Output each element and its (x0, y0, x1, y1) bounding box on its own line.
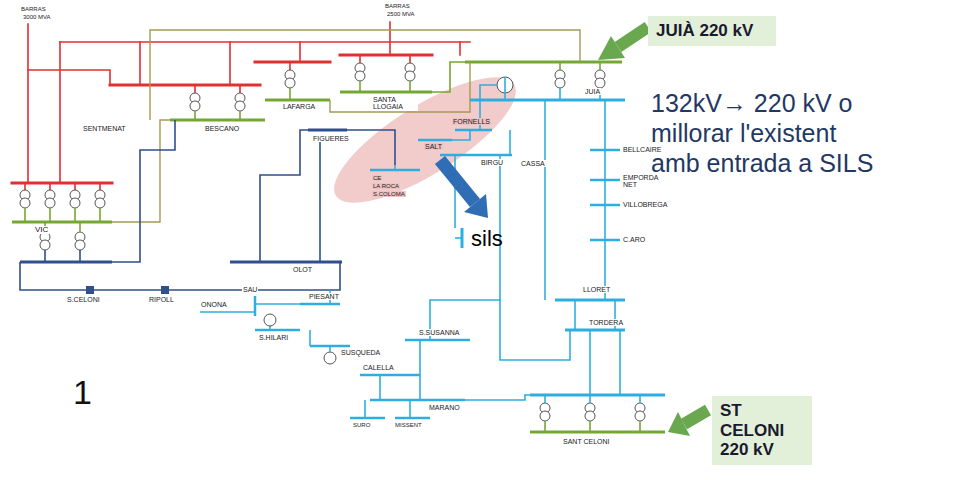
darkblue-network (20, 120, 395, 290)
station-label: LLORET (582, 286, 611, 293)
station-label: SENTMENAT (82, 125, 127, 132)
station-label: S.COLOMA (372, 191, 406, 197)
station-label: LA ROCA (372, 183, 400, 189)
station-label: CASSA (520, 160, 546, 167)
station-label: MARANO (428, 404, 461, 411)
station-label: C.ARO (622, 236, 646, 243)
breaker-symbols (86, 286, 169, 294)
plant-name: sils (470, 226, 504, 252)
red-network (12, 22, 470, 190)
station-label: SAU (242, 286, 258, 293)
station-label: BESCANO (204, 125, 240, 132)
callout-text: ST CELONI 220 kV (720, 401, 804, 460)
station-label: 3000 MVA (22, 14, 52, 20)
olive-lines (112, 30, 580, 222)
green-arrow-head (598, 36, 625, 60)
station-label: VILLOBREGA (622, 201, 668, 208)
note-text: 132kV→ 220 kV o millorar l'existent amb … (650, 88, 892, 178)
green-arrow-head (668, 412, 690, 436)
station-label: VIC (34, 226, 49, 234)
blue-arrow-head (464, 194, 488, 218)
station-label: 2500 MVA (386, 11, 416, 17)
station-label: LAFARGA (282, 103, 316, 110)
lightblue-network (200, 77, 665, 418)
station-label: MISSENT (394, 422, 423, 428)
station-label: BARRAS (384, 3, 411, 9)
station-label: PIESANT (308, 293, 340, 300)
blue-arrow-shaft (440, 160, 475, 203)
station-label: S.CELONI (66, 296, 101, 303)
station-label: CE (372, 175, 382, 181)
station-label: FIGUERES (312, 135, 350, 142)
green-network (12, 62, 665, 432)
station-label: SUSQUEDA (340, 349, 381, 356)
callout-box: JUIÀ 220 kV (648, 16, 776, 46)
green-arrow-shaft (618, 27, 648, 47)
callout-number: 1 (72, 372, 93, 413)
station-label: ONONA (200, 301, 228, 308)
green-arrow-shaft (684, 410, 708, 424)
station-label: S.HILARI (258, 334, 289, 341)
station-label: TORDERA (588, 319, 624, 326)
station-label: RIPOLL (148, 296, 175, 303)
station-label: CALELLA (362, 364, 395, 371)
callout-box: ST CELONI 220 kV (712, 396, 812, 465)
station-label: OLOT (292, 266, 313, 273)
station-label: SANT CELONI (562, 438, 611, 445)
station-label: SALT (424, 143, 443, 150)
callout-text: JUIÀ 220 kV (656, 21, 768, 41)
transformer-symbols (20, 63, 645, 421)
station-label: JUIA (584, 88, 601, 95)
station-label: BIRGU (480, 159, 504, 166)
station-label: BARRAS (20, 6, 47, 12)
station-label: SANTA LLOGAIA (372, 96, 418, 111)
generator-link (329, 346, 331, 352)
station-label: SURO (352, 422, 371, 428)
station-label: FORNELLS (452, 118, 491, 125)
station-label: S.SUSANNA (418, 329, 460, 336)
